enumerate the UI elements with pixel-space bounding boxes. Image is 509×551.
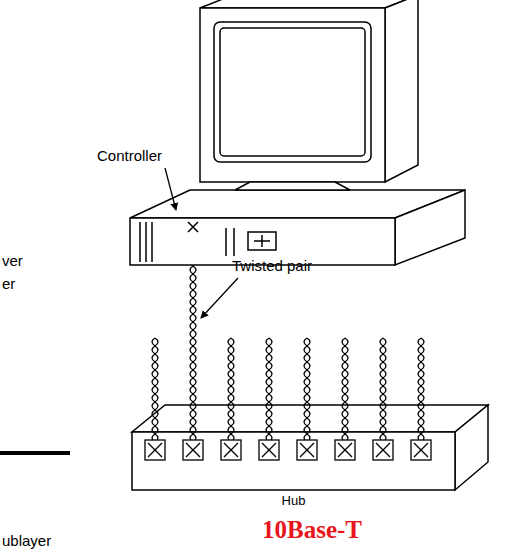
leader-arrow xyxy=(201,278,238,318)
text-fragment: er xyxy=(2,275,15,292)
hub-ports xyxy=(145,440,431,460)
callout-label: Twisted pair xyxy=(232,257,312,274)
text-fragment: ublayer xyxy=(2,532,51,549)
hub-label: Hub xyxy=(282,494,306,509)
thick-line xyxy=(0,451,70,455)
callout-label: Controller xyxy=(97,147,162,164)
hub-box xyxy=(132,405,488,490)
hub-node: Hub xyxy=(132,430,455,514)
monitor xyxy=(200,0,418,190)
leader-arrow xyxy=(165,168,176,210)
computer-case xyxy=(130,190,465,265)
text-fragment: ver xyxy=(2,252,23,269)
diagram-title: 10Base-T xyxy=(262,516,362,544)
